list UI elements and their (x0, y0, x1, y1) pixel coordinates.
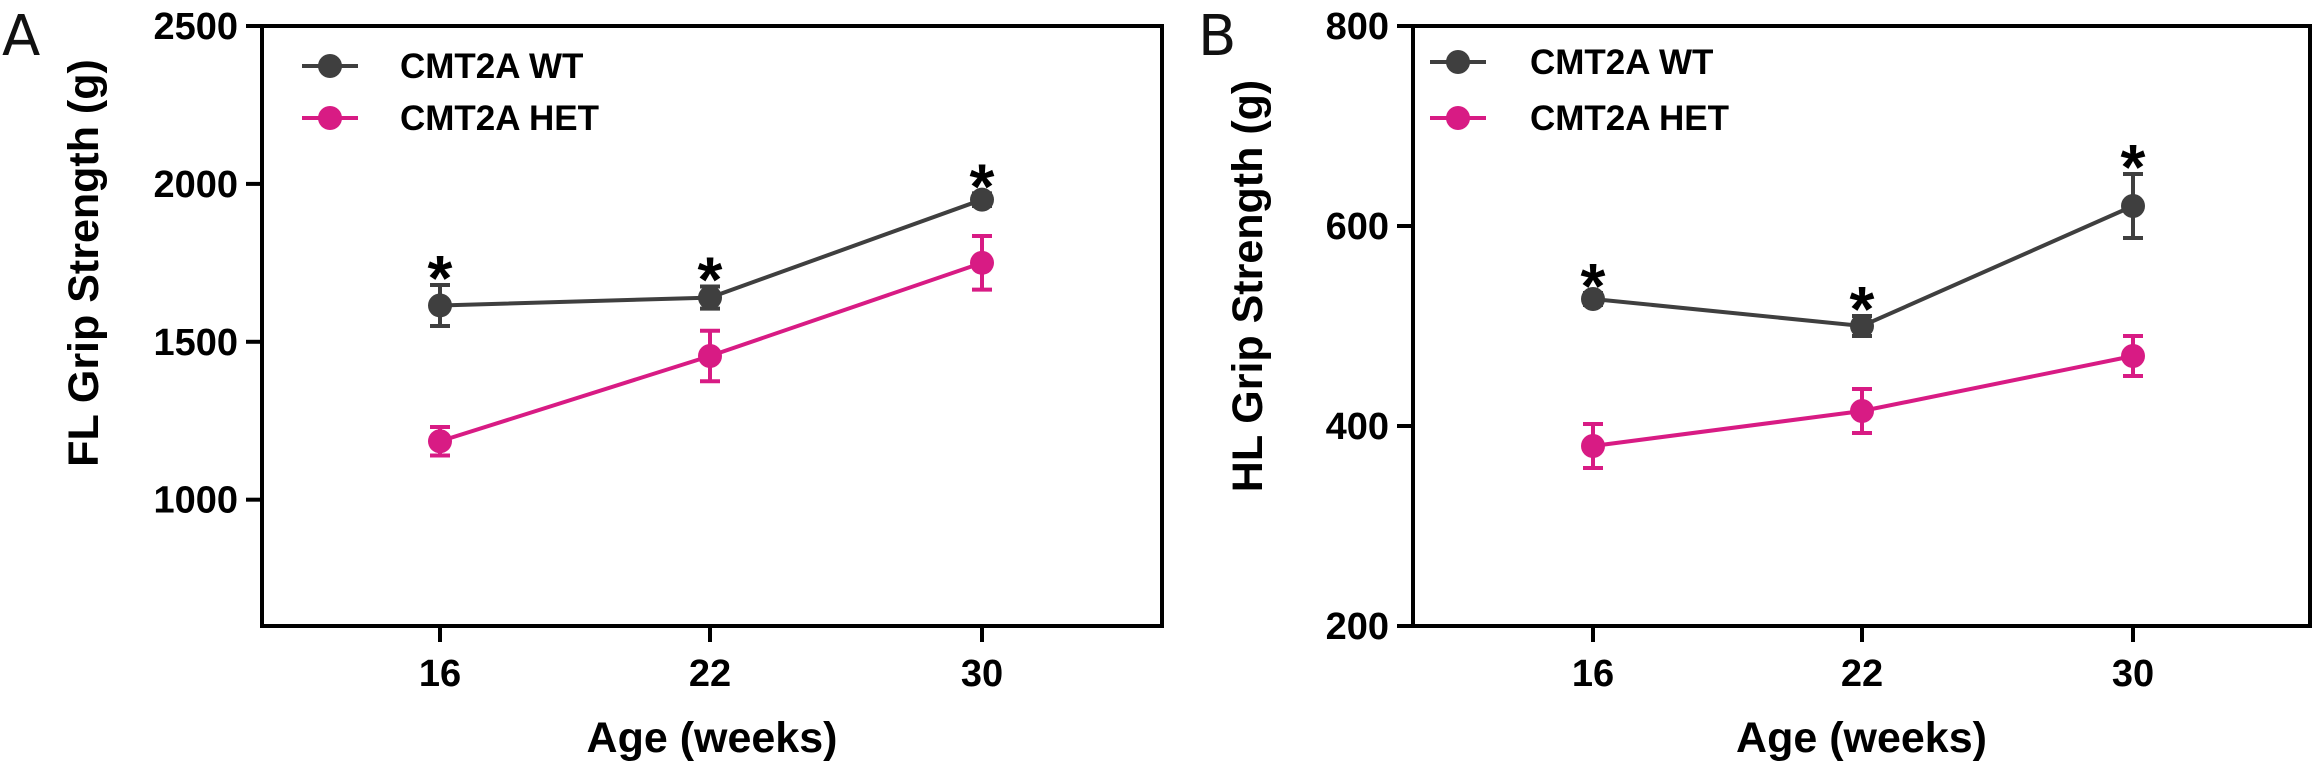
y-axis-title: FL Grip Strength (g) (60, 59, 108, 467)
data-point (698, 285, 722, 310)
significance-star: * (428, 242, 453, 314)
legend-marker (318, 106, 342, 130)
legend-marker (1446, 106, 1470, 130)
y-tick-label: 1000 (153, 480, 238, 522)
x-axis-title: Age (weeks) (587, 714, 838, 762)
legend-item: CMT2A WT (302, 47, 583, 86)
data-point (698, 344, 722, 368)
data-point (1581, 434, 1605, 458)
data-point (2121, 194, 2145, 218)
panel-label: A (2, 4, 40, 69)
y-tick-label: 400 (1326, 406, 1389, 448)
legend-label: CMT2A WT (400, 47, 583, 86)
significance-star: * (698, 244, 723, 316)
x-tick-label: 16 (419, 653, 461, 695)
legend: CMT2A WT CMT2A HET (1430, 43, 1729, 138)
x-tick-label: 30 (2112, 653, 2154, 695)
significance-star: * (1581, 250, 1606, 322)
data-point (970, 250, 994, 275)
legend-item: CMT2A HET (1430, 99, 1729, 138)
y-tick-label: 600 (1326, 206, 1389, 248)
data-point (2121, 344, 2145, 368)
x-axis-title: Age (weeks) (1736, 714, 1987, 762)
x-tick-label: 30 (961, 653, 1003, 695)
significance-star: * (1850, 273, 1875, 345)
data-point (1581, 287, 1605, 311)
y-tick-label: 800 (1326, 6, 1389, 48)
y-tick-label: 1500 (153, 322, 238, 364)
legend-label: CMT2A HET (1530, 99, 1729, 138)
y-tick-label: 2500 (153, 6, 238, 48)
series-het (428, 234, 994, 458)
y-axis-title: HL Grip Strength (g) (1224, 80, 1272, 492)
series-wt (1581, 172, 2145, 338)
legend-item: CMT2A HET (302, 99, 599, 138)
legend-marker (1446, 50, 1470, 74)
data-point (970, 187, 994, 212)
legend-item: CMT2A WT (1430, 43, 1713, 82)
y-tick-label: 200 (1326, 606, 1389, 648)
plot-frame (260, 24, 1164, 628)
legend-marker (318, 54, 342, 78)
legend-label: CMT2A WT (1530, 43, 1713, 82)
legend: CMT2A WT CMT2A HET (302, 47, 599, 138)
panel-label: B (1198, 4, 1236, 69)
x-tick-label: 22 (689, 653, 731, 695)
data-point (1850, 314, 1874, 338)
data-point (1850, 399, 1874, 423)
data-point (428, 429, 452, 454)
significance-star: * (970, 150, 995, 222)
significance-star: * (2121, 131, 2146, 203)
data-point (428, 293, 452, 318)
series-het (1581, 334, 2145, 470)
y-tick-label: 2000 (153, 164, 238, 206)
legend-label: CMT2A HET (400, 99, 599, 138)
x-tick-label: 16 (1572, 653, 1614, 695)
series-wt (428, 187, 994, 328)
x-tick-label: 22 (1841, 653, 1883, 695)
